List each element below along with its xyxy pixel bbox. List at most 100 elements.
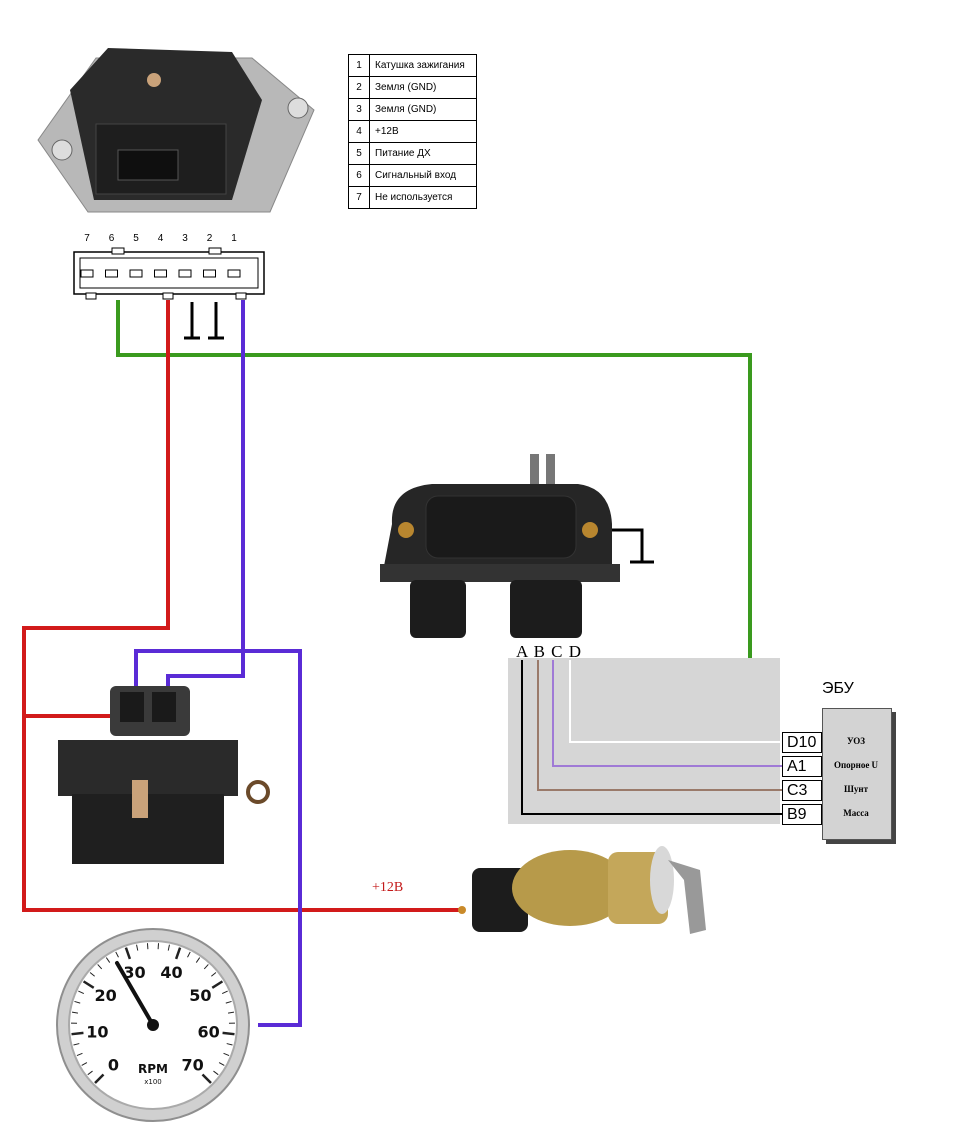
tach-tick: [74, 1000, 81, 1004]
wire-brown: [537, 660, 782, 791]
connector-pin-label: 4: [157, 233, 164, 244]
ecu-title: ЭБУ: [822, 680, 854, 697]
pin-description: Катушка зажигания: [369, 54, 477, 77]
connector-pin-label: 1: [231, 233, 237, 244]
tach-tick: [89, 972, 95, 977]
connector-pin-label: 5: [133, 233, 139, 244]
connector-pin-label: 6: [108, 233, 115, 244]
pin-number: 2: [348, 76, 370, 99]
hei-module-photo: [380, 454, 654, 638]
tach-tick: [201, 1073, 212, 1084]
pin-number: 5: [348, 142, 370, 165]
pin-number: 1: [348, 54, 370, 77]
ecu-pin-function: Масса: [843, 808, 869, 818]
tach-tick: [82, 980, 95, 989]
tach-scale-label: 0: [108, 1056, 119, 1075]
tach-tick: [71, 1011, 79, 1014]
tach-tick: [81, 1062, 88, 1066]
ignition-coil-photo: [58, 686, 270, 864]
ecu-box: [822, 708, 892, 840]
connector-block: [73, 247, 265, 300]
tach-tick: [211, 972, 217, 977]
wire-green: [116, 300, 752, 768]
pin-description: Земля (GND): [369, 98, 477, 121]
connector-pin-slot: [178, 269, 192, 278]
wire-red: [22, 300, 460, 912]
connector-pin-label: 7: [84, 233, 90, 244]
pin-table-row: 4+12В: [348, 120, 477, 143]
pin-description: +12В: [369, 120, 477, 143]
tach-tick: [187, 951, 191, 958]
pin-number: 4: [348, 120, 370, 143]
tach-scale-label: 30: [123, 963, 145, 982]
pin-number: 7: [348, 186, 370, 209]
tach-multiplier: x100: [144, 1078, 162, 1086]
tach-tick: [195, 957, 201, 963]
ecu-pin-label: B9: [782, 804, 822, 825]
connector-pin-label: 3: [182, 233, 188, 244]
supply-label: +12В: [372, 880, 404, 895]
ecu-pin-label: D10: [782, 732, 822, 753]
tach-tick: [225, 1000, 232, 1004]
pin-number: 3: [348, 98, 370, 121]
tach-tick: [78, 990, 85, 995]
ecu-pin-function: УОЗ: [847, 736, 865, 746]
wire-blue-tach: [134, 649, 302, 1027]
tach-tick: [167, 944, 170, 951]
pin-number: 6: [348, 164, 370, 187]
tach-tick: [76, 1052, 83, 1056]
tach-tick: [211, 980, 224, 989]
tach-tick: [203, 964, 209, 970]
module-pin-labels: A B C D: [516, 642, 583, 661]
tach-tick: [222, 1031, 235, 1036]
wire-blue: [166, 300, 245, 700]
wire-purple: [552, 660, 782, 767]
tach-tick: [221, 990, 228, 995]
tach-tick: [94, 1073, 105, 1084]
tach-tick: [227, 1011, 235, 1014]
connector-pin-slot: [154, 269, 167, 278]
ecu-pin-function: Опорное U: [833, 760, 879, 770]
ignition-module-photo: [37, 48, 315, 213]
tach-tick: [136, 944, 139, 951]
connector-pin-label: 2: [206, 233, 213, 244]
tach-tick: [97, 964, 103, 970]
pin-description: Земля (GND): [369, 76, 477, 99]
tach-unit: RPM: [138, 1062, 168, 1076]
tach-scale-label: 10: [86, 1022, 108, 1041]
ecu-pin-label: A1: [782, 756, 822, 777]
tach-scale-label: 50: [189, 986, 211, 1005]
wire-white: [569, 660, 782, 743]
tach-scale-label: 20: [94, 986, 116, 1005]
tach-scale-label: 60: [198, 1022, 220, 1041]
connector-pin-slot: [227, 269, 241, 278]
tach-scale-label: 70: [181, 1056, 203, 1075]
tach-tick: [213, 1070, 219, 1076]
connector-pin-slot: [105, 269, 118, 278]
tach-tick: [218, 1062, 225, 1066]
ground-symbols: [184, 302, 224, 340]
ignition-switch-photo: [458, 846, 706, 934]
tach-tick: [174, 947, 182, 960]
pin-description: Питание ДХ: [369, 142, 477, 165]
connector-pin-slot: [80, 269, 94, 278]
connector-pin-slot: [129, 269, 143, 278]
tach-tick: [124, 947, 132, 960]
tach-tick: [115, 951, 119, 958]
ecu-pin-label: C3: [782, 780, 822, 801]
connector-pin-slot: [203, 269, 216, 278]
tach-tick: [105, 957, 111, 963]
pin-description: Сигнальный вход: [369, 164, 477, 187]
wire-black: [521, 660, 782, 815]
tach-tick: [73, 1043, 80, 1046]
tach-tick: [226, 1043, 233, 1046]
